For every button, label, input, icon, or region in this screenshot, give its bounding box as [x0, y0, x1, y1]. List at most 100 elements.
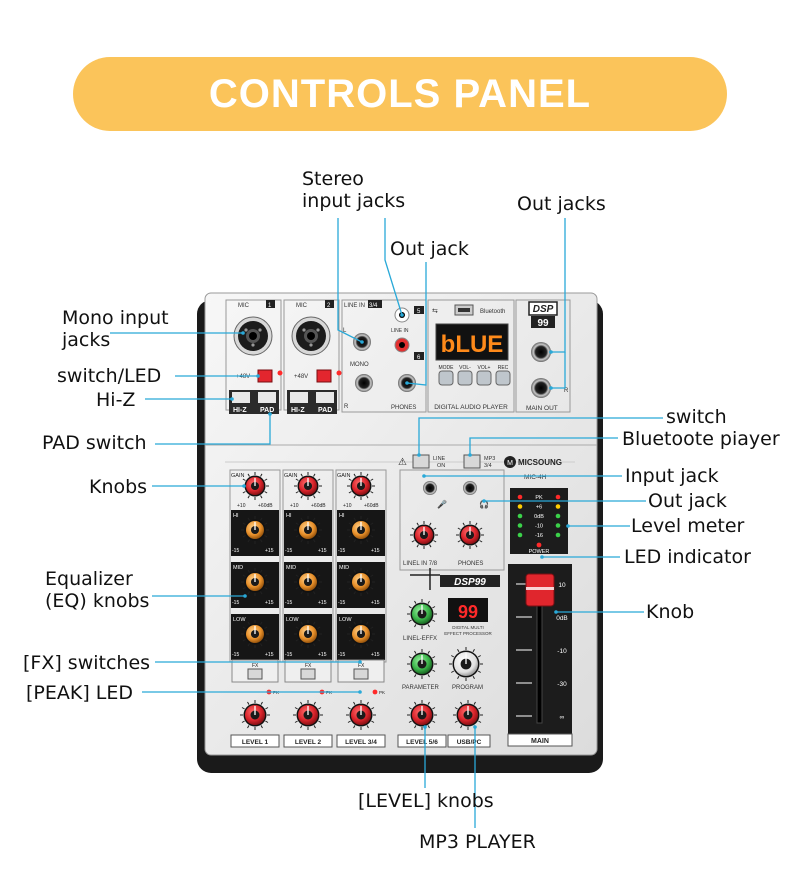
- meter-led-left-2: [517, 513, 523, 519]
- phones-label: PHONES: [458, 561, 483, 567]
- gain-scale-max-3: +60dB: [364, 503, 379, 509]
- phones-out-jack-78[interactable]: [463, 481, 477, 495]
- gain-knob-1[interactable]: [241, 472, 269, 500]
- eq-scale-max-2-2: +15: [318, 652, 327, 658]
- eq-knob-2-1[interactable]: [294, 568, 322, 596]
- hiz-pad-ch2[interactable]: HI-Z PAD: [287, 390, 337, 414]
- level-knob-1[interactable]: [240, 700, 270, 730]
- eq-knob-3-2[interactable]: [347, 620, 375, 648]
- main-out-jacks[interactable]: R MAIN OUT: [526, 342, 569, 412]
- player-button-1[interactable]: [457, 370, 473, 386]
- input-jack-78[interactable]: [423, 481, 437, 495]
- mp3-switch[interactable]: MP3 3/4: [463, 454, 495, 469]
- fx-display-text: 99: [458, 602, 478, 622]
- callout-line-4: [551, 352, 566, 389]
- eq-scale-max-2-1: +15: [318, 600, 327, 606]
- eq-band-label-1-1: MID: [233, 565, 243, 571]
- callout-line-8: [155, 414, 271, 445]
- callout-switch-led: switch/LED: [57, 365, 162, 387]
- level-56-knob[interactable]: [407, 700, 437, 730]
- level-knob-3[interactable]: [346, 700, 376, 730]
- main-label: MAIN: [531, 738, 549, 745]
- phantom-48v-ch2[interactable]: +48V: [294, 369, 342, 383]
- plus48v-label-2: +48V: [294, 374, 308, 380]
- gain-scale-max-1: +60dB: [258, 503, 273, 509]
- fx-display: 99 DIGITAL MULTI EFFECT PROCESSOR: [444, 598, 492, 636]
- eq-scale-min-2-2: -15: [285, 652, 292, 658]
- program-knob[interactable]: [449, 647, 483, 681]
- model-name: MIC-4H: [524, 474, 547, 481]
- callout-line-14: [469, 437, 618, 455]
- callout-mono-input: Mono input jacks: [62, 307, 169, 351]
- pad-switch-2[interactable]: [316, 392, 334, 403]
- svg-text:R: R: [564, 388, 569, 394]
- pad-label-1: PAD: [260, 407, 274, 414]
- eq-scale-max-3-2: +15: [371, 652, 380, 658]
- line-in-78-knob[interactable]: [410, 521, 438, 549]
- eq-knob-2-2[interactable]: [294, 620, 322, 648]
- gain-knob-3[interactable]: [347, 472, 375, 500]
- callout-level-meter: Level meter: [631, 515, 745, 537]
- player-button-label-1: VOL-: [459, 365, 471, 371]
- level-label-2: LEVEL 2: [295, 739, 322, 746]
- level-knob-2[interactable]: [293, 700, 323, 730]
- fader-scale-4: ∞: [560, 714, 565, 721]
- pad-label-2: PAD: [318, 407, 332, 414]
- eq-knob-1-0[interactable]: [241, 516, 269, 544]
- main-fader-knob[interactable]: [525, 573, 555, 607]
- peak-led-3: [372, 689, 378, 695]
- fx-switch-2[interactable]: [300, 668, 316, 680]
- player-button-0[interactable]: [438, 370, 454, 386]
- eq-knob-1-2[interactable]: [241, 620, 269, 648]
- callout-line-13: [418, 417, 663, 455]
- usb-pc-knob[interactable]: [453, 700, 483, 730]
- line-on-switch[interactable]: ⚠ LINE ON: [398, 454, 446, 469]
- power-label: POWER: [529, 549, 550, 555]
- eq-knob-2-0[interactable]: [294, 516, 322, 544]
- pad-switch-1[interactable]: [258, 392, 276, 403]
- fx-switch-3[interactable]: [353, 668, 369, 680]
- player-button-2[interactable]: [476, 370, 492, 386]
- mp3-num-label: 3/4: [484, 463, 492, 469]
- callout-line-0: [337, 218, 363, 343]
- meter-led-left-1: [517, 504, 523, 509]
- callout-dot-3: [549, 350, 553, 354]
- player-button-3[interactable]: [495, 370, 511, 386]
- eq-band-label-1-2: LOW: [233, 617, 246, 623]
- fader-scale-2: -10: [557, 648, 567, 655]
- parameter-knob[interactable]: [407, 649, 437, 679]
- dsp-badge-top: DSP: [533, 304, 554, 315]
- eq-knob-3-1[interactable]: [347, 568, 375, 596]
- phones-knob[interactable]: [456, 521, 484, 549]
- eq-knob-1-1[interactable]: [241, 568, 269, 596]
- on-label: ON: [437, 463, 445, 469]
- eq-band-label-2-0: HI: [286, 513, 292, 519]
- hiz-pad-ch1[interactable]: HI-Z PAD: [229, 390, 279, 414]
- parameter-label: PARAMETER: [402, 685, 440, 691]
- fx-switch-1[interactable]: [247, 668, 263, 680]
- eq-scale-max-1-0: +15: [265, 548, 274, 554]
- linel-effx-knob[interactable]: [407, 599, 437, 629]
- callout-dot-12: [358, 690, 362, 694]
- mono-input-jack-1[interactable]: [233, 316, 273, 356]
- eq-scale-min-2-0: -15: [285, 548, 292, 554]
- hiz-switch-1[interactable]: [232, 392, 250, 403]
- eq-knob-3-0[interactable]: [347, 516, 375, 544]
- callout-dot-14: [468, 453, 472, 457]
- gain-knob-2[interactable]: [294, 472, 322, 500]
- digital-audio-player-label: DIGITAL AUDIO PLAYER: [434, 404, 508, 411]
- gain-scale-min-1: +10: [237, 503, 246, 509]
- hiz-label-2: HI-Z: [291, 407, 305, 414]
- level-label-4: LEVEL 5/6: [406, 739, 438, 746]
- eq-band-label-2-2: LOW: [286, 617, 299, 623]
- channel-strips: GAIN+10+60dBHI-15+15MID-15+15LOW-15+15FX…: [229, 469, 387, 748]
- dsp-badge: DSP 99: [528, 301, 558, 329]
- eq-scale-max-1-1: +15: [265, 600, 274, 606]
- mono-input-jack-2[interactable]: [291, 316, 331, 356]
- line-in-34-num: 3/4: [369, 303, 378, 309]
- meter-led-right-2: [555, 513, 561, 519]
- callout-switch: switch: [666, 406, 727, 428]
- hiz-switch-2[interactable]: [290, 392, 308, 403]
- line-in-34-label: LINE IN: [344, 303, 365, 309]
- callout-level-knobs: [LEVEL] knobs: [358, 790, 494, 812]
